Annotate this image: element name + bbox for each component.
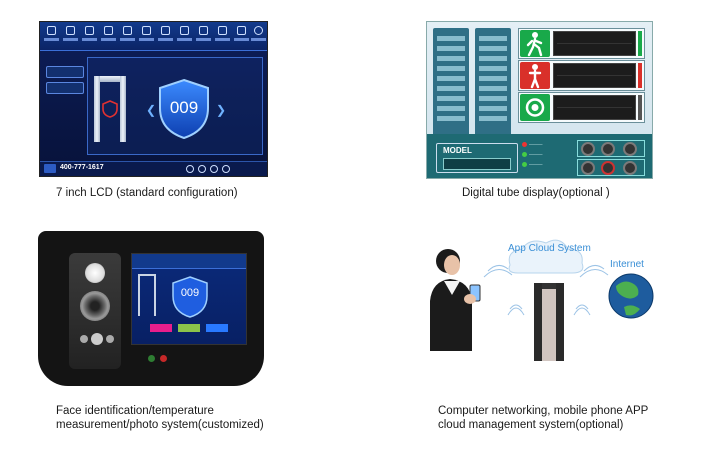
home-icon xyxy=(44,25,59,46)
wifi-icon xyxy=(186,165,194,173)
gate-icon xyxy=(196,25,211,46)
knob-icon xyxy=(581,161,595,175)
calendar-icon xyxy=(234,25,249,46)
counter-shield-icon xyxy=(159,78,209,140)
cloud-caption: Computer networking, mobile phone APP cl… xyxy=(438,405,649,431)
button-icon xyxy=(80,335,88,343)
lcd-side-button-1 xyxy=(46,66,84,78)
walking-person-icon xyxy=(520,30,550,57)
globe-icon xyxy=(177,25,192,46)
lock-icon xyxy=(198,165,206,173)
model-label: MODEL xyxy=(443,146,472,155)
button-icon xyxy=(106,335,114,343)
brand-logo-icon xyxy=(44,164,56,173)
chart-icon xyxy=(139,25,154,46)
face-counter-value: 009 xyxy=(180,287,200,299)
power-icon xyxy=(222,165,230,173)
tube-row-pass xyxy=(518,28,645,59)
lcd-counter-value: 009 xyxy=(169,98,199,117)
signal-waves-icon xyxy=(483,265,609,316)
grid-icon xyxy=(215,25,230,46)
blue-button xyxy=(206,324,228,332)
tube-zone-column-1 xyxy=(433,28,469,140)
knob-icon xyxy=(601,161,615,175)
lcd-content-area: ❮ 009 ❯ xyxy=(87,57,263,155)
camera-module xyxy=(69,253,121,369)
knob-icon xyxy=(623,142,637,156)
help-icon xyxy=(251,25,266,46)
face-device-screen: 009 xyxy=(131,253,247,345)
legend-line-2: ——— xyxy=(522,152,543,158)
camera-lens-icon xyxy=(80,291,110,321)
flash-light-icon xyxy=(85,263,105,283)
knob-icon xyxy=(581,142,595,156)
cloud-icon xyxy=(508,239,584,274)
lcd-status-bar: 400-777-1617 xyxy=(40,161,267,176)
knob-icon xyxy=(623,161,637,175)
control-knob-group-1 xyxy=(577,140,645,157)
left-arrow-icon: ❮ xyxy=(146,103,157,117)
counter-shield-icon xyxy=(172,276,208,318)
gate-graphic xyxy=(94,76,126,142)
standing-person-icon xyxy=(520,62,550,89)
status-led-green xyxy=(148,355,155,362)
walk-through-gate-icon xyxy=(534,283,564,361)
legend-line-3: ——— xyxy=(522,162,543,168)
lcd-side-button-2 xyxy=(46,82,84,94)
power-ring-icon xyxy=(520,94,550,121)
button-icon xyxy=(91,333,103,345)
lcd-screen-image: ❮ 009 ❯ 400-777-1617 xyxy=(39,21,268,177)
settings-icon xyxy=(82,25,97,46)
right-arrow-icon: ❯ xyxy=(216,103,227,117)
lcd-caption: 7 inch LCD (standard configuration) xyxy=(56,187,238,199)
face-caption: Face identification/temperature measurem… xyxy=(56,405,264,431)
model-plate: MODEL xyxy=(436,143,518,173)
shield-icon xyxy=(63,25,78,46)
signal-icon xyxy=(101,25,116,46)
tube-row-status xyxy=(518,92,645,123)
internet-label: Internet xyxy=(610,259,644,270)
tube-row-alarm xyxy=(518,60,645,91)
control-knob-group-2 xyxy=(577,159,645,176)
hotline-number: 400-777-1617 xyxy=(60,164,104,171)
record-icon xyxy=(158,25,173,46)
volume-icon xyxy=(210,165,218,173)
legend-line-1: ——— xyxy=(522,142,543,148)
tube-zone-column-2 xyxy=(475,28,511,140)
digital-tube-display-image: MODEL ——— ——— ——— xyxy=(426,21,653,179)
cloud-network-image: App Cloud System Internet xyxy=(426,231,666,361)
green-button xyxy=(178,324,200,332)
person-with-phone-icon xyxy=(430,249,481,351)
face-id-device-image: 009 xyxy=(38,231,264,386)
status-led-red xyxy=(160,355,167,362)
tube-caption: Digital tube display(optional ) xyxy=(462,187,610,199)
cloud-system-label: App Cloud System xyxy=(508,243,591,254)
pink-button xyxy=(150,324,172,332)
lcd-top-menu-bar xyxy=(40,22,267,51)
alarm-shield-icon xyxy=(102,100,118,118)
knob-icon xyxy=(601,142,615,156)
sensor-icon xyxy=(120,25,135,46)
